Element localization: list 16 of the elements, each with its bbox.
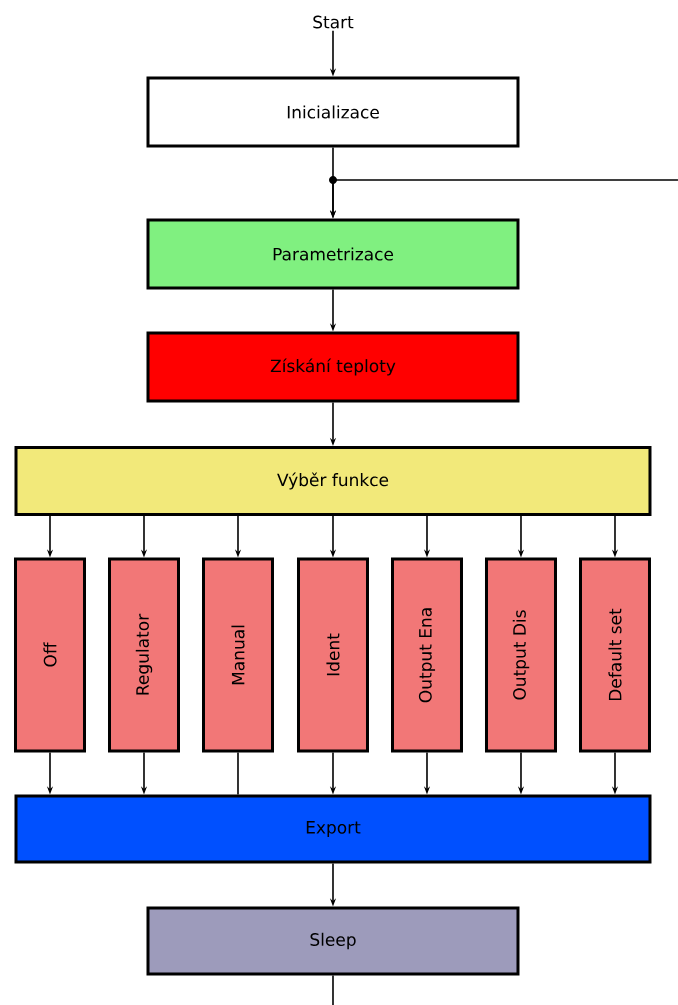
line	[237, 751, 239, 796]
process-box: Output Ena	[391, 557, 463, 753]
process-box: Off	[14, 557, 86, 753]
process-box: Získání teploty	[146, 331, 520, 403]
process-box: Sleep	[146, 906, 520, 976]
process-box: Output Dis	[485, 557, 557, 753]
process-box: Default set	[579, 557, 651, 753]
process-box: Manual	[202, 557, 274, 753]
process-box: Ident	[297, 557, 369, 753]
process-box: Inicializace	[146, 76, 520, 148]
process-box: Výběr funkce	[14, 446, 652, 516]
process-box: Export	[14, 794, 652, 864]
process-box: Regulator	[108, 557, 180, 753]
start-label: Start	[313, 15, 354, 29]
line	[332, 974, 334, 1005]
process-box: Parametrizace	[146, 218, 520, 290]
